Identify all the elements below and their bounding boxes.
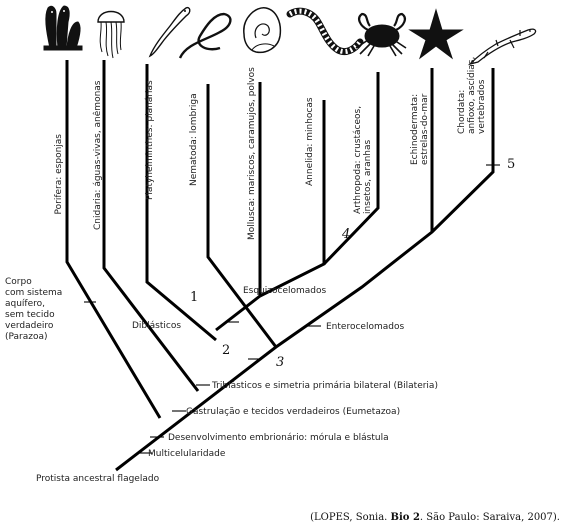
starfish-icon xyxy=(408,8,464,60)
roundworm-icon xyxy=(178,12,232,59)
label-multicelularidade: Multicelularidade xyxy=(148,449,226,459)
label-triblasticos: Triblásticos e simetria primária bilater… xyxy=(211,381,438,391)
label-protista: Protista ancestral flagelado xyxy=(36,474,160,484)
label-platyhelminthes: Platyhelminthes: planárias xyxy=(145,80,155,200)
earthworm-icon xyxy=(286,7,364,56)
marker-4: 4 xyxy=(341,227,350,242)
sponge-icon xyxy=(43,5,83,51)
label-porifera: Porifera: esponjas xyxy=(54,134,64,215)
branch-cnidaria xyxy=(102,60,200,392)
label-nematoda: Nematoda: lombriga xyxy=(189,93,199,186)
branch-arthropoda xyxy=(322,72,380,266)
branch-porifera xyxy=(65,60,162,419)
marker-1: 1 xyxy=(190,290,198,305)
branch-protostome-clade xyxy=(215,294,261,332)
number-markers: 1 2 3 4 5 xyxy=(190,157,515,370)
label-esquizocelomados: Esquizocelomados xyxy=(243,286,327,296)
tree-branches xyxy=(65,60,495,472)
taxon-labels: Porifera: esponjas Cnidaria: águas-vivas… xyxy=(54,54,487,240)
marker-5: 5 xyxy=(507,157,515,172)
label-mollusca: Mollusca: mariscos, caramujos, polvos xyxy=(247,67,257,240)
source-credit: (LOPES, Sonia. Bio 2. São Paulo: Saraiva… xyxy=(310,512,560,523)
event-labels: Protista ancestral flagelado Multicelula… xyxy=(5,277,438,484)
label-desenvolvimento: Desenvolvimento embrionário: mórula e bl… xyxy=(168,432,389,443)
label-echinodermata: Echinodermata: estrelas-do-mar xyxy=(410,91,430,165)
branch-nematoda xyxy=(206,84,278,348)
marker-3: 3 xyxy=(276,355,284,370)
label-arthropoda: Arthropoda: crustáceos, insetos, aranhas xyxy=(353,103,373,214)
branch-platyhelminthes xyxy=(145,64,217,342)
trunk-line xyxy=(115,68,495,472)
event-ticks xyxy=(84,164,500,454)
marker-2: 2 xyxy=(222,343,230,358)
flatworm-icon xyxy=(148,6,191,58)
lizard-icon xyxy=(467,28,537,66)
label-enterocelomados: Enterocelomados xyxy=(326,322,404,332)
label-chordata: Chordata: anfioxo, ascídias, vertebrados xyxy=(457,54,487,134)
label-gastrulacao: Gastrulação e tecidos verdadeiros (Eumet… xyxy=(186,407,400,417)
snail-icon xyxy=(243,7,282,54)
label-parazoa: Corpo com sistema aquífero, sem tecido v… xyxy=(5,277,65,342)
crab-icon xyxy=(355,12,407,57)
label-diblasticos: Diblásticos xyxy=(132,321,181,331)
label-annelida: Annelida: minhocas xyxy=(305,97,315,186)
jellyfish-icon xyxy=(97,10,125,59)
label-cnidaria: Cnidaria: águas-vivas, anêmonas xyxy=(92,80,103,230)
